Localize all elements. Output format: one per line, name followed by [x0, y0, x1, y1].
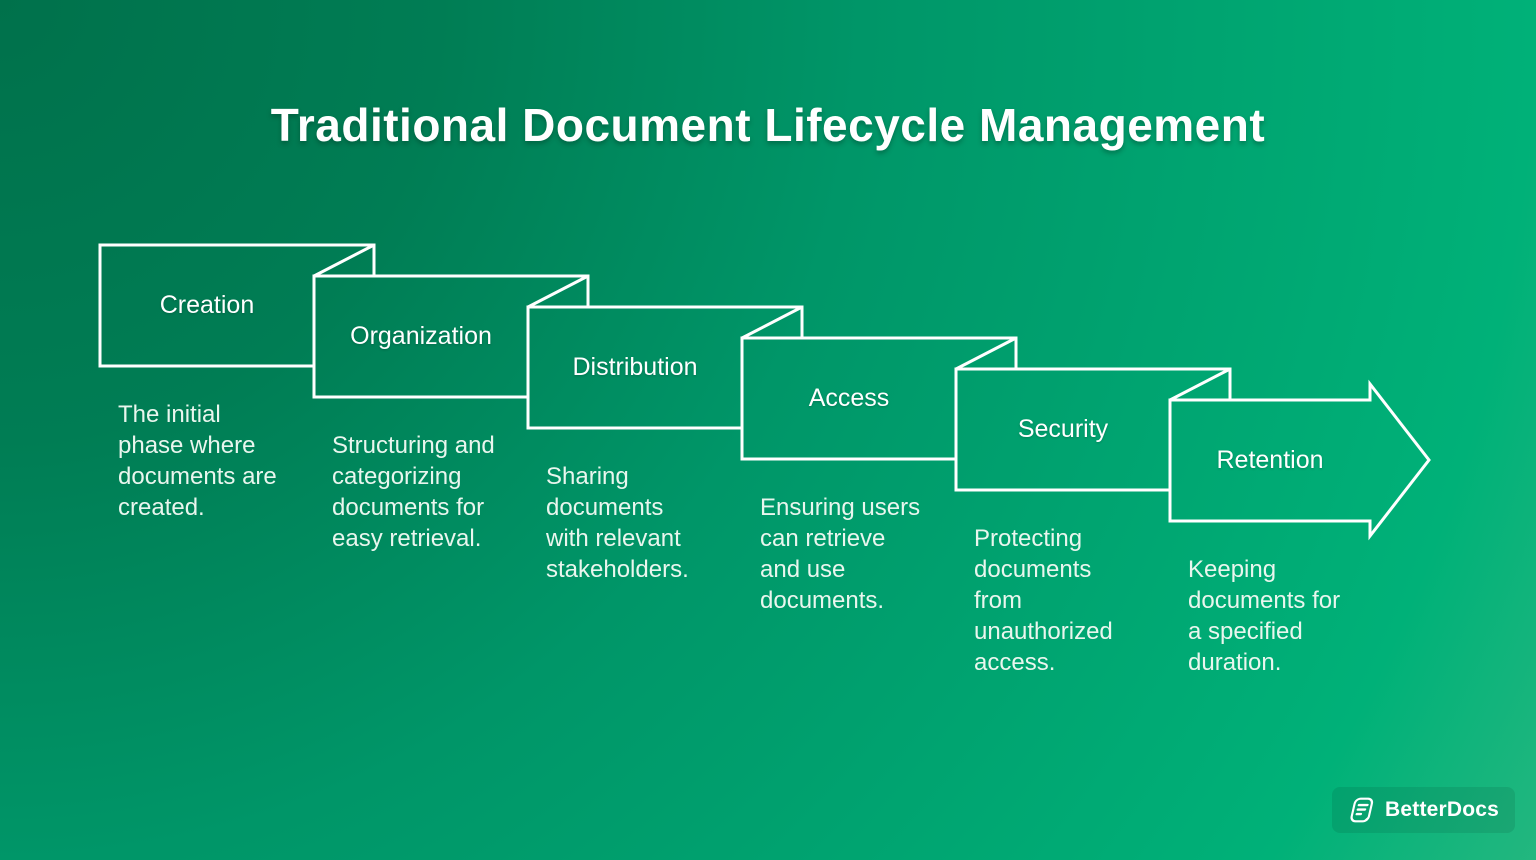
page-title: Traditional Document Lifecycle Managemen…	[270, 99, 1266, 151]
betterdocs-logo-icon	[1350, 797, 1374, 823]
stage-label-distribution: Distribution	[572, 353, 698, 381]
fold-line	[1169, 367, 1231, 402]
stage-description-security: Protecting documents from unauthorized a…	[974, 525, 1113, 676]
fold-line	[313, 243, 375, 278]
stage-description-distribution: Sharing documents with relevant stakehol…	[546, 463, 689, 583]
stage-description-creation: The initial phase where documents are cr…	[118, 401, 277, 521]
stage-description-access: Ensuring users can retrieve and use docu…	[760, 494, 921, 614]
stage-label-organization: Organization	[350, 322, 492, 350]
fold-line	[955, 336, 1017, 371]
stage-label-creation: Creation	[159, 291, 255, 319]
fold-line	[527, 274, 589, 309]
betterdocs-badge: BetterDocs	[1332, 787, 1515, 833]
stage-label-retention: Retention	[1216, 446, 1324, 474]
stage-description-retention: Keeping documents for a specified durati…	[1188, 556, 1341, 676]
stage-label-security: Security	[1017, 415, 1109, 443]
fold-line	[741, 305, 803, 340]
stage-label-access: Access	[808, 384, 890, 412]
stage-description-organization: Structuring and categorizing documents f…	[332, 432, 495, 552]
betterdocs-logo-text: BetterDocs	[1385, 798, 1500, 821]
retention-arrow-shape	[1168, 379, 1431, 541]
